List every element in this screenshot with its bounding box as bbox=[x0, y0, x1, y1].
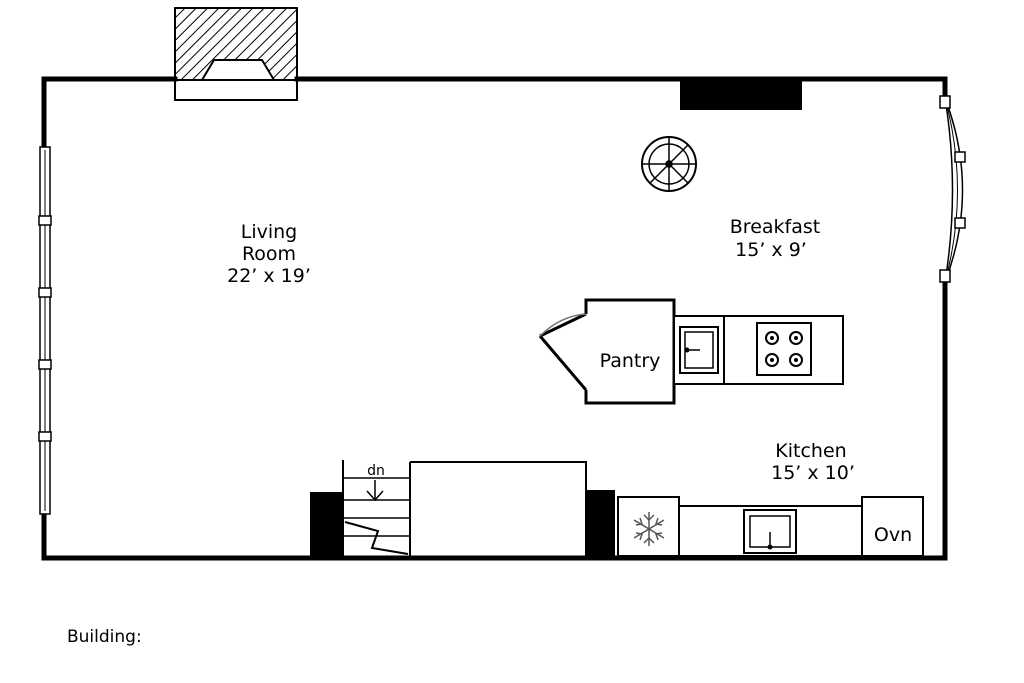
living-room-size: 22’ x 19’ bbox=[227, 265, 311, 287]
spiral-stair bbox=[641, 136, 697, 192]
breakfast-size: 15’ x 9’ bbox=[735, 239, 807, 261]
building-label: Building: bbox=[67, 627, 142, 647]
left-window bbox=[38, 146, 52, 515]
wall-block bbox=[680, 80, 802, 110]
interior-partition bbox=[410, 461, 615, 558]
living-room-name-line1: Living bbox=[241, 221, 298, 243]
breakfast-name: Breakfast bbox=[730, 216, 820, 238]
stairs-down-label: dn bbox=[367, 463, 385, 479]
stairs-down bbox=[310, 460, 411, 558]
kitchen-counter bbox=[617, 496, 924, 557]
pantry-name: Pantry bbox=[600, 350, 661, 372]
bay-window bbox=[939, 95, 966, 283]
kitchen-size: 15’ x 10’ bbox=[771, 462, 855, 484]
living-room-name-line2: Room bbox=[242, 243, 296, 265]
oven-label: Ovn bbox=[874, 524, 912, 546]
fireplace bbox=[174, 7, 298, 101]
snowflake-icon bbox=[633, 512, 665, 546]
kitchen-name: Kitchen bbox=[775, 440, 846, 462]
kitchen-island bbox=[673, 315, 844, 385]
